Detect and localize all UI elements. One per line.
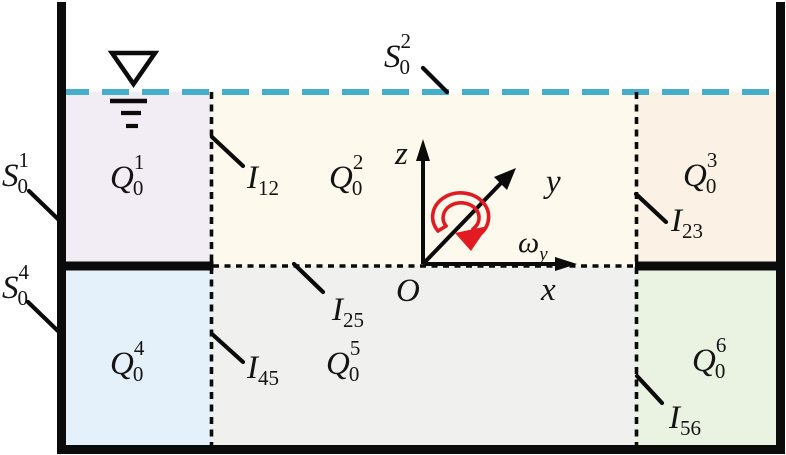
label-i12: I12 [246,160,279,200]
z-axis-arrowhead [416,139,430,161]
leader-i12 [209,134,246,169]
region-q4 [66,266,212,445]
label-omega-y: ωy [518,226,548,265]
leader-i56 [634,373,665,406]
rotation-arc-outer [430,191,491,237]
label-i45: I45 [246,350,279,390]
rotation-arc-inner [441,201,481,231]
label-origin: O [396,273,420,309]
leader-lines [25,65,669,406]
y-axis-line [421,179,505,266]
rotation-arc-cap [436,224,448,233]
label-y-axis: y [543,164,561,200]
x-axis-arrowhead [555,257,577,271]
leader-i25 [291,261,326,295]
region-q1 [66,92,212,266]
leader-s2 [420,65,450,95]
water-level-triangle [107,50,160,88]
y-axis-arrowhead [494,168,516,190]
label-x-axis: x [540,272,556,308]
region-q6 [636,266,776,445]
leader-s1 [26,188,63,224]
region-q5 [211,266,637,445]
region-q3 [636,92,776,266]
label-z-axis: z [394,136,408,172]
water-level-icon [107,50,160,129]
label-i56: I56 [668,400,701,440]
label-i25: I25 [331,292,364,332]
rotation-arrowhead [455,226,488,251]
rotation-arrow-icon [430,191,491,251]
leader-i23 [633,191,669,225]
leader-s4 [25,299,61,334]
coordinate-axes [416,139,577,271]
leader-i45 [209,331,246,365]
label-i23: I23 [670,203,703,243]
